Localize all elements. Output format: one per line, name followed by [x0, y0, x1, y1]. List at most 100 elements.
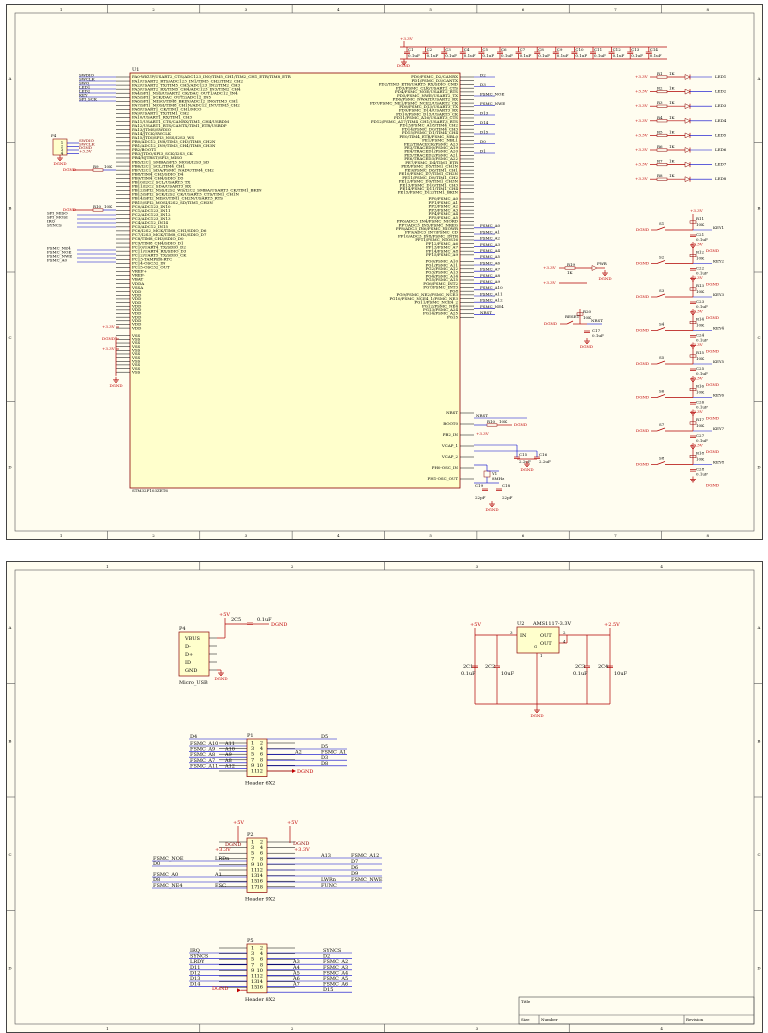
header-p1-net: D5	[321, 734, 328, 740]
mcu-vdd-pin-label: VDD	[131, 318, 141, 323]
header-p1-gnd-arrow	[292, 769, 296, 773]
led-resistor-value: 1K	[669, 159, 676, 164]
decoupling-cap-value: 0.1uF	[464, 53, 476, 58]
mcu-left-pin-label: PA15/JTDI/SPI3_NSS/I2S3_WS	[132, 135, 194, 140]
mcu-left-pin-label: PC4/ADC12_IN14	[132, 220, 169, 225]
header-p5-left-net: D11	[190, 965, 200, 971]
ground-label: DGND	[53, 161, 66, 166]
left-net-label: KEY	[79, 92, 88, 97]
led-resistor-value: 1K	[669, 115, 676, 120]
right-net-label: D15	[480, 129, 489, 134]
header-p5-pin-number: 7	[251, 962, 254, 968]
mcu-vdd-pin-label: VDD	[131, 314, 141, 319]
power-led-rail: +3.3V	[543, 265, 556, 270]
mcu-part-number: STM32F103ZET6	[132, 488, 168, 493]
mcu-left-pin-label: VDDA	[131, 281, 144, 286]
regulator-cap-value: 0.1uF	[461, 671, 476, 677]
key-pull-resistor	[689, 220, 697, 224]
header-p1-body	[246, 738, 268, 777]
swd-net-label: SWDIO	[79, 138, 95, 143]
regulator-part: AMS1117-3.3V	[532, 621, 572, 627]
mcu-left-pin-label: PA12/USART1_RTS/CANTX/TIM1_ETR/USBDP	[132, 123, 227, 128]
header-p2-pin-number: 16	[257, 879, 263, 885]
regulator-cap-ref: 2C4	[598, 664, 608, 670]
mcu-aux-pin-label: VCAP_1	[441, 443, 458, 448]
zone-row-label: D	[757, 464, 760, 469]
header-p5-pin-number: 8	[260, 962, 263, 968]
header-p5-right-net: FSMC_A6	[323, 982, 348, 988]
reset-gnd-label: DGND	[580, 344, 593, 349]
mcu-left-pin-label: PB13/SPI2_SCK/I2S2_CK/USART3_CTS/TIM1_CH…	[132, 192, 240, 197]
vcap-cap-value: 2.2uF	[519, 459, 531, 464]
key-net-label: KEY4	[713, 326, 725, 331]
led-diode	[684, 103, 691, 110]
mcu-vdd-pin-label: VDD	[131, 292, 141, 297]
regulator-pin-num: 3	[510, 630, 513, 635]
mcu-body	[129, 72, 461, 489]
key-pull-resistor	[689, 354, 697, 358]
decoupling-cap-value: 0.1uF	[501, 53, 513, 58]
key-cap-ref: C25	[696, 366, 705, 371]
header-p2-right-pin: LWRn	[321, 877, 337, 883]
key-rail-label: +3.3V	[690, 309, 703, 314]
led-rail-label: +3.3V	[635, 89, 648, 94]
left-net-label: SPI_SCK	[79, 96, 98, 101]
zone-column-label: 1	[106, 1026, 109, 1031]
key-resistor-ref: R17	[696, 417, 705, 422]
mcu-aux-pin-label: PH1-OSC_OUT	[428, 476, 459, 481]
key-switch-ref: S5	[659, 355, 665, 360]
mcu-left-pin-label: PB10/I2C2_SCL/USART3_TX	[132, 180, 190, 185]
mcu-right-pin-label: PD9/FSMC_D14/USART3_RX	[399, 108, 458, 113]
mcu-left-pin-label: PC9/TIM8_CH4/SDIO_D1	[132, 240, 184, 245]
mcu-right-pin-label: PD5/FSMC_NWE/USART2_TX	[397, 93, 458, 98]
right-net-label: D0	[480, 139, 486, 144]
usb-pin-label: D-	[185, 644, 191, 650]
left-rail-label: DGND	[102, 336, 115, 341]
boot0-gnd-label: DGND	[514, 422, 527, 427]
header-p5-pin-number: 12	[257, 974, 263, 980]
power-led-rail: +3.3V	[543, 280, 556, 285]
mcu-right-pin-label: PD0/FSMC_D2/CANRX	[411, 74, 458, 79]
led-diode	[684, 132, 691, 139]
mcu-right-pin-label: PD10/FSMC_D15/USART3_CK	[396, 111, 459, 116]
mcu-right-pin-label: PE13/FSMC_D10/TIM1_CH3	[400, 182, 459, 187]
header-p5-pin-number: 5	[251, 957, 254, 963]
led-diode	[684, 117, 691, 124]
power-led-resistor-ref: R19	[567, 262, 576, 267]
swd-net-label: +3.3V	[79, 149, 92, 154]
vcap-cap-ref: C15	[519, 452, 528, 457]
right-net-label: NRST	[480, 310, 492, 315]
led-resistor-ref: R6	[657, 144, 663, 149]
swd-header-pin: 4	[61, 151, 64, 156]
header-p2-rail5: +5V	[287, 820, 298, 826]
header-p2-pin-number: 4	[260, 845, 263, 851]
mcu-left-pin-label: PC11/UART4_RX/SDIO_D3	[132, 248, 187, 253]
key-switch-ref: S8	[659, 456, 665, 461]
reset-resistor	[576, 312, 584, 316]
led-resistor-ref: R4	[657, 115, 663, 120]
header-p5-right-pin: A6	[292, 976, 300, 982]
decoupling-gnd-label: DGND	[397, 63, 410, 68]
key-cap-ref: C23	[696, 299, 705, 304]
decoupling-cap-ref: C2	[427, 47, 433, 52]
key-net-label: KEY7	[713, 426, 725, 431]
vcap-cap-value: 2.2uF	[539, 459, 551, 464]
led-diode	[684, 161, 691, 168]
mcu-right-pin-label: PG8	[450, 288, 459, 293]
regulator-cap-ref: 2C3	[575, 664, 585, 670]
led-resistor-ref: R3	[657, 100, 663, 105]
mcu-right-pin-label: PD7/FSMC_NE1/FSMC_NCE2/USART2_CK	[370, 100, 459, 105]
usb-pin-label: ID	[185, 660, 191, 666]
zone-column-label: 4	[337, 533, 340, 538]
usb-connector-ref: P4	[179, 626, 186, 632]
header-p5-pin-number: 14	[257, 979, 263, 985]
mcu-right-pin-label: PE14/FSMC_D11/TIM1_CH4	[400, 186, 459, 191]
zone-row-label: C	[757, 335, 760, 340]
header-p2-right-net: D9	[351, 871, 358, 877]
mcu-left-pin-label: PC5/ADC12_IN15	[132, 224, 169, 229]
header-p5-left-net: LRDY	[190, 959, 205, 965]
key-pull-resistor	[689, 254, 697, 257]
led-rail-label: +3.3V	[635, 147, 648, 152]
mcu-right-pin-label: PD6/FSMC_NWAIT/USART2_RX	[393, 97, 459, 102]
